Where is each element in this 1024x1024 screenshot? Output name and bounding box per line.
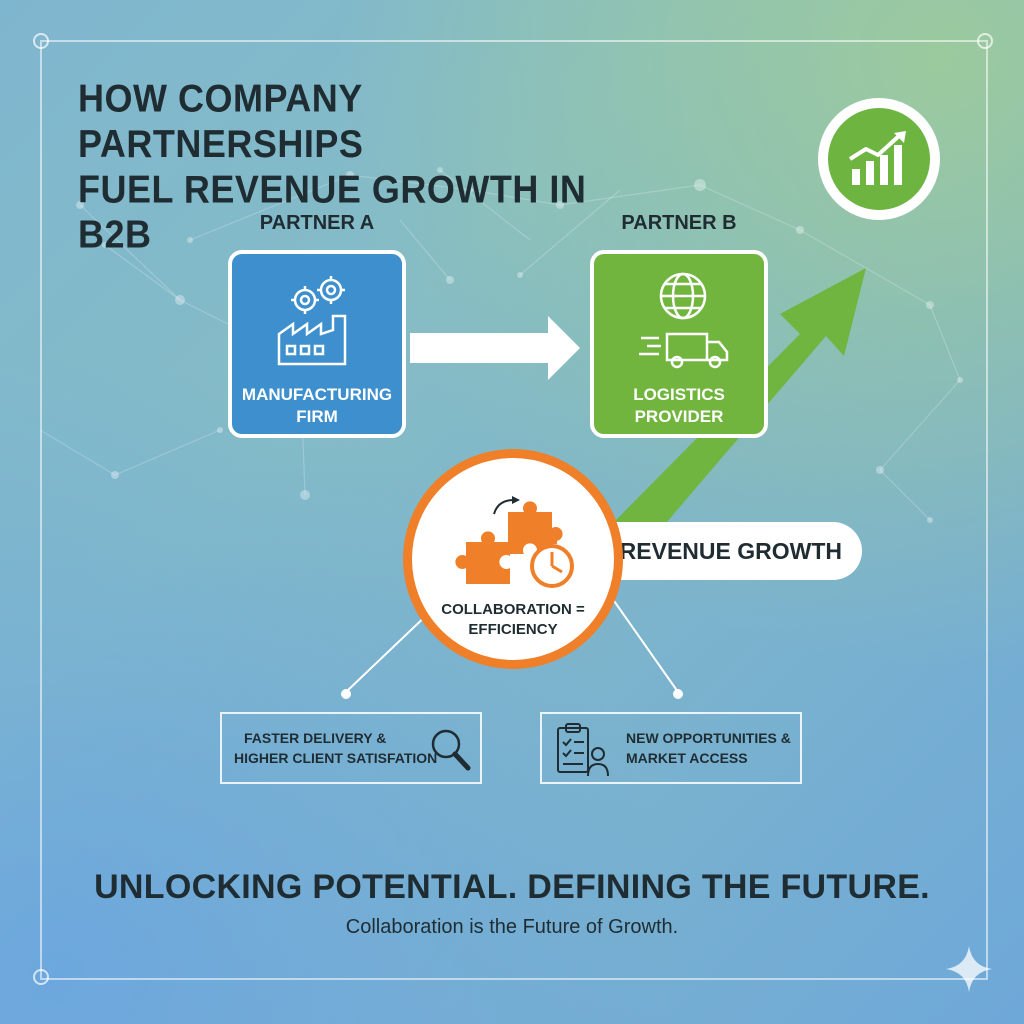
partner-a-card: MANUFACTURING FIRM [228,250,406,438]
title-line-1: HOW COMPANY PARTNERSHIPS [78,76,364,166]
connector-line-right [611,597,679,693]
clipboard-person-icon [557,723,609,777]
factory-gears-icon [277,276,347,366]
magnifier-icon [431,729,471,771]
page-title: HOW COMPANY PARTNERSHIPS FUEL REVENUE GR… [78,76,638,257]
partner-a-label: PARTNER A [259,212,375,234]
frame-corner-dot [977,33,993,49]
center-line1: COLLABORATION = [441,601,585,618]
partner-b-card: LOGISTICS PROVIDER [590,250,768,438]
benefit-delivery-line2: HIGHER CLIENT SATISFATION [234,750,438,766]
benefit-opportunities-line2: MARKET ACCESS [626,750,748,766]
connector-dot-left [341,689,351,699]
bar-chart-growth-icon [848,131,906,185]
frame-corner-dot [33,33,49,49]
center-line2: EFFICIENCY [468,621,558,638]
sparkle-icon [946,946,992,992]
connector-arrow [410,316,580,380]
collaboration-circle: COLLABORATION = EFFICIENCY [403,449,623,669]
benefit-opportunities-line1: NEW OPPORTUNITIES & [626,730,791,746]
benefit-box-delivery: FASTER DELIVERY & HIGHER CLIENT SATISFAT… [220,712,482,784]
decorative-frame [40,40,988,980]
subline: Collaboration is the Future of Growth. [345,916,679,938]
connector-line-left [345,609,433,693]
partner-b-label: PARTNER B [621,212,737,234]
benefit-box-opportunities: NEW OPPORTUNITIES & MARKET ACCESS [540,712,802,784]
growth-badge [818,98,940,220]
title-line-2: FUEL REVENUE GROWTH IN B2B [78,166,587,257]
partner-b-name-line1: LOGISTICS [633,385,725,404]
revenue-growth-label: REVENUE GROWTH [596,522,862,580]
connector-dot-right [673,689,683,699]
tagline: UNLOCKING POTENTIAL. DEFINING THE FUTURE… [94,868,930,906]
partner-a-name-line2: FIRM [296,407,338,426]
partner-b-name-line2: PROVIDER [634,407,724,426]
partner-a-name-line1: MANUFACTURING [241,385,393,404]
frame-corner-dot [33,969,49,985]
globe-truck-icon [639,272,729,369]
benefit-delivery-line1: FASTER DELIVERY & [244,730,387,746]
puzzle-stopwatch-icon [455,496,574,588]
